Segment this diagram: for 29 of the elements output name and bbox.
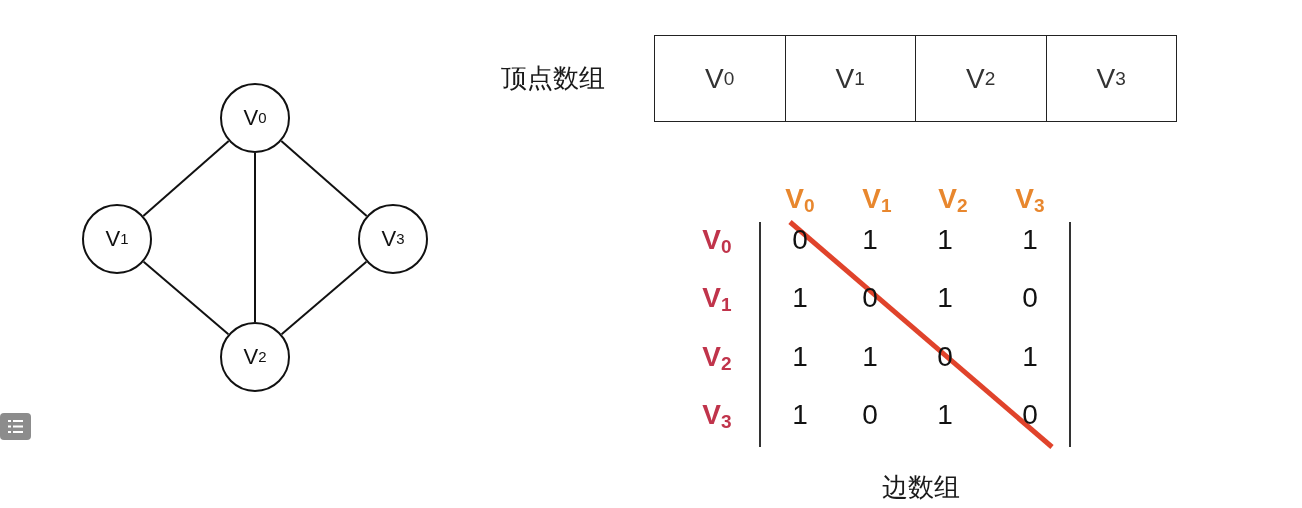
array-title: 顶点数组 <box>501 65 605 91</box>
matrix-entry: 1 <box>792 284 808 312</box>
column-header: V$_{0}$ <box>785 185 815 213</box>
edge-line <box>280 140 368 217</box>
row-header: V$_{0}$ <box>702 226 732 254</box>
matrix-entry: 1 <box>1022 226 1038 254</box>
matrix-entry: 1 <box>937 284 953 312</box>
row-header: V$_{3}$ <box>702 401 732 429</box>
matrix-entry: 1 <box>1022 343 1038 371</box>
matrix-entry: 0 <box>792 226 808 254</box>
row-header: V$_{1}$ <box>702 284 732 312</box>
edge-line <box>280 260 368 336</box>
matrix-entry: 0 <box>862 401 878 429</box>
column-header: V$_{3}$ <box>1015 185 1045 213</box>
column-header: V$_{2}$ <box>938 185 968 213</box>
matrix-entry: 1 <box>862 226 878 254</box>
edge-line <box>142 140 230 217</box>
matrix-entry: 0 <box>1022 401 1038 429</box>
matrix-entry: 1 <box>937 401 953 429</box>
matrix-entry: 1 <box>792 343 808 371</box>
edge-line <box>142 260 230 336</box>
edge-line <box>254 152 256 323</box>
matrix-entry: 0 <box>1022 284 1038 312</box>
matrix-entry: 1 <box>937 226 953 254</box>
column-header: V$_{1}$ <box>862 185 892 213</box>
matrix-entry: 1 <box>792 401 808 429</box>
matrix-caption: 边数组 <box>882 474 960 500</box>
matrix-entry: 1 <box>862 343 878 371</box>
row-header: V$_{2}$ <box>702 343 732 371</box>
